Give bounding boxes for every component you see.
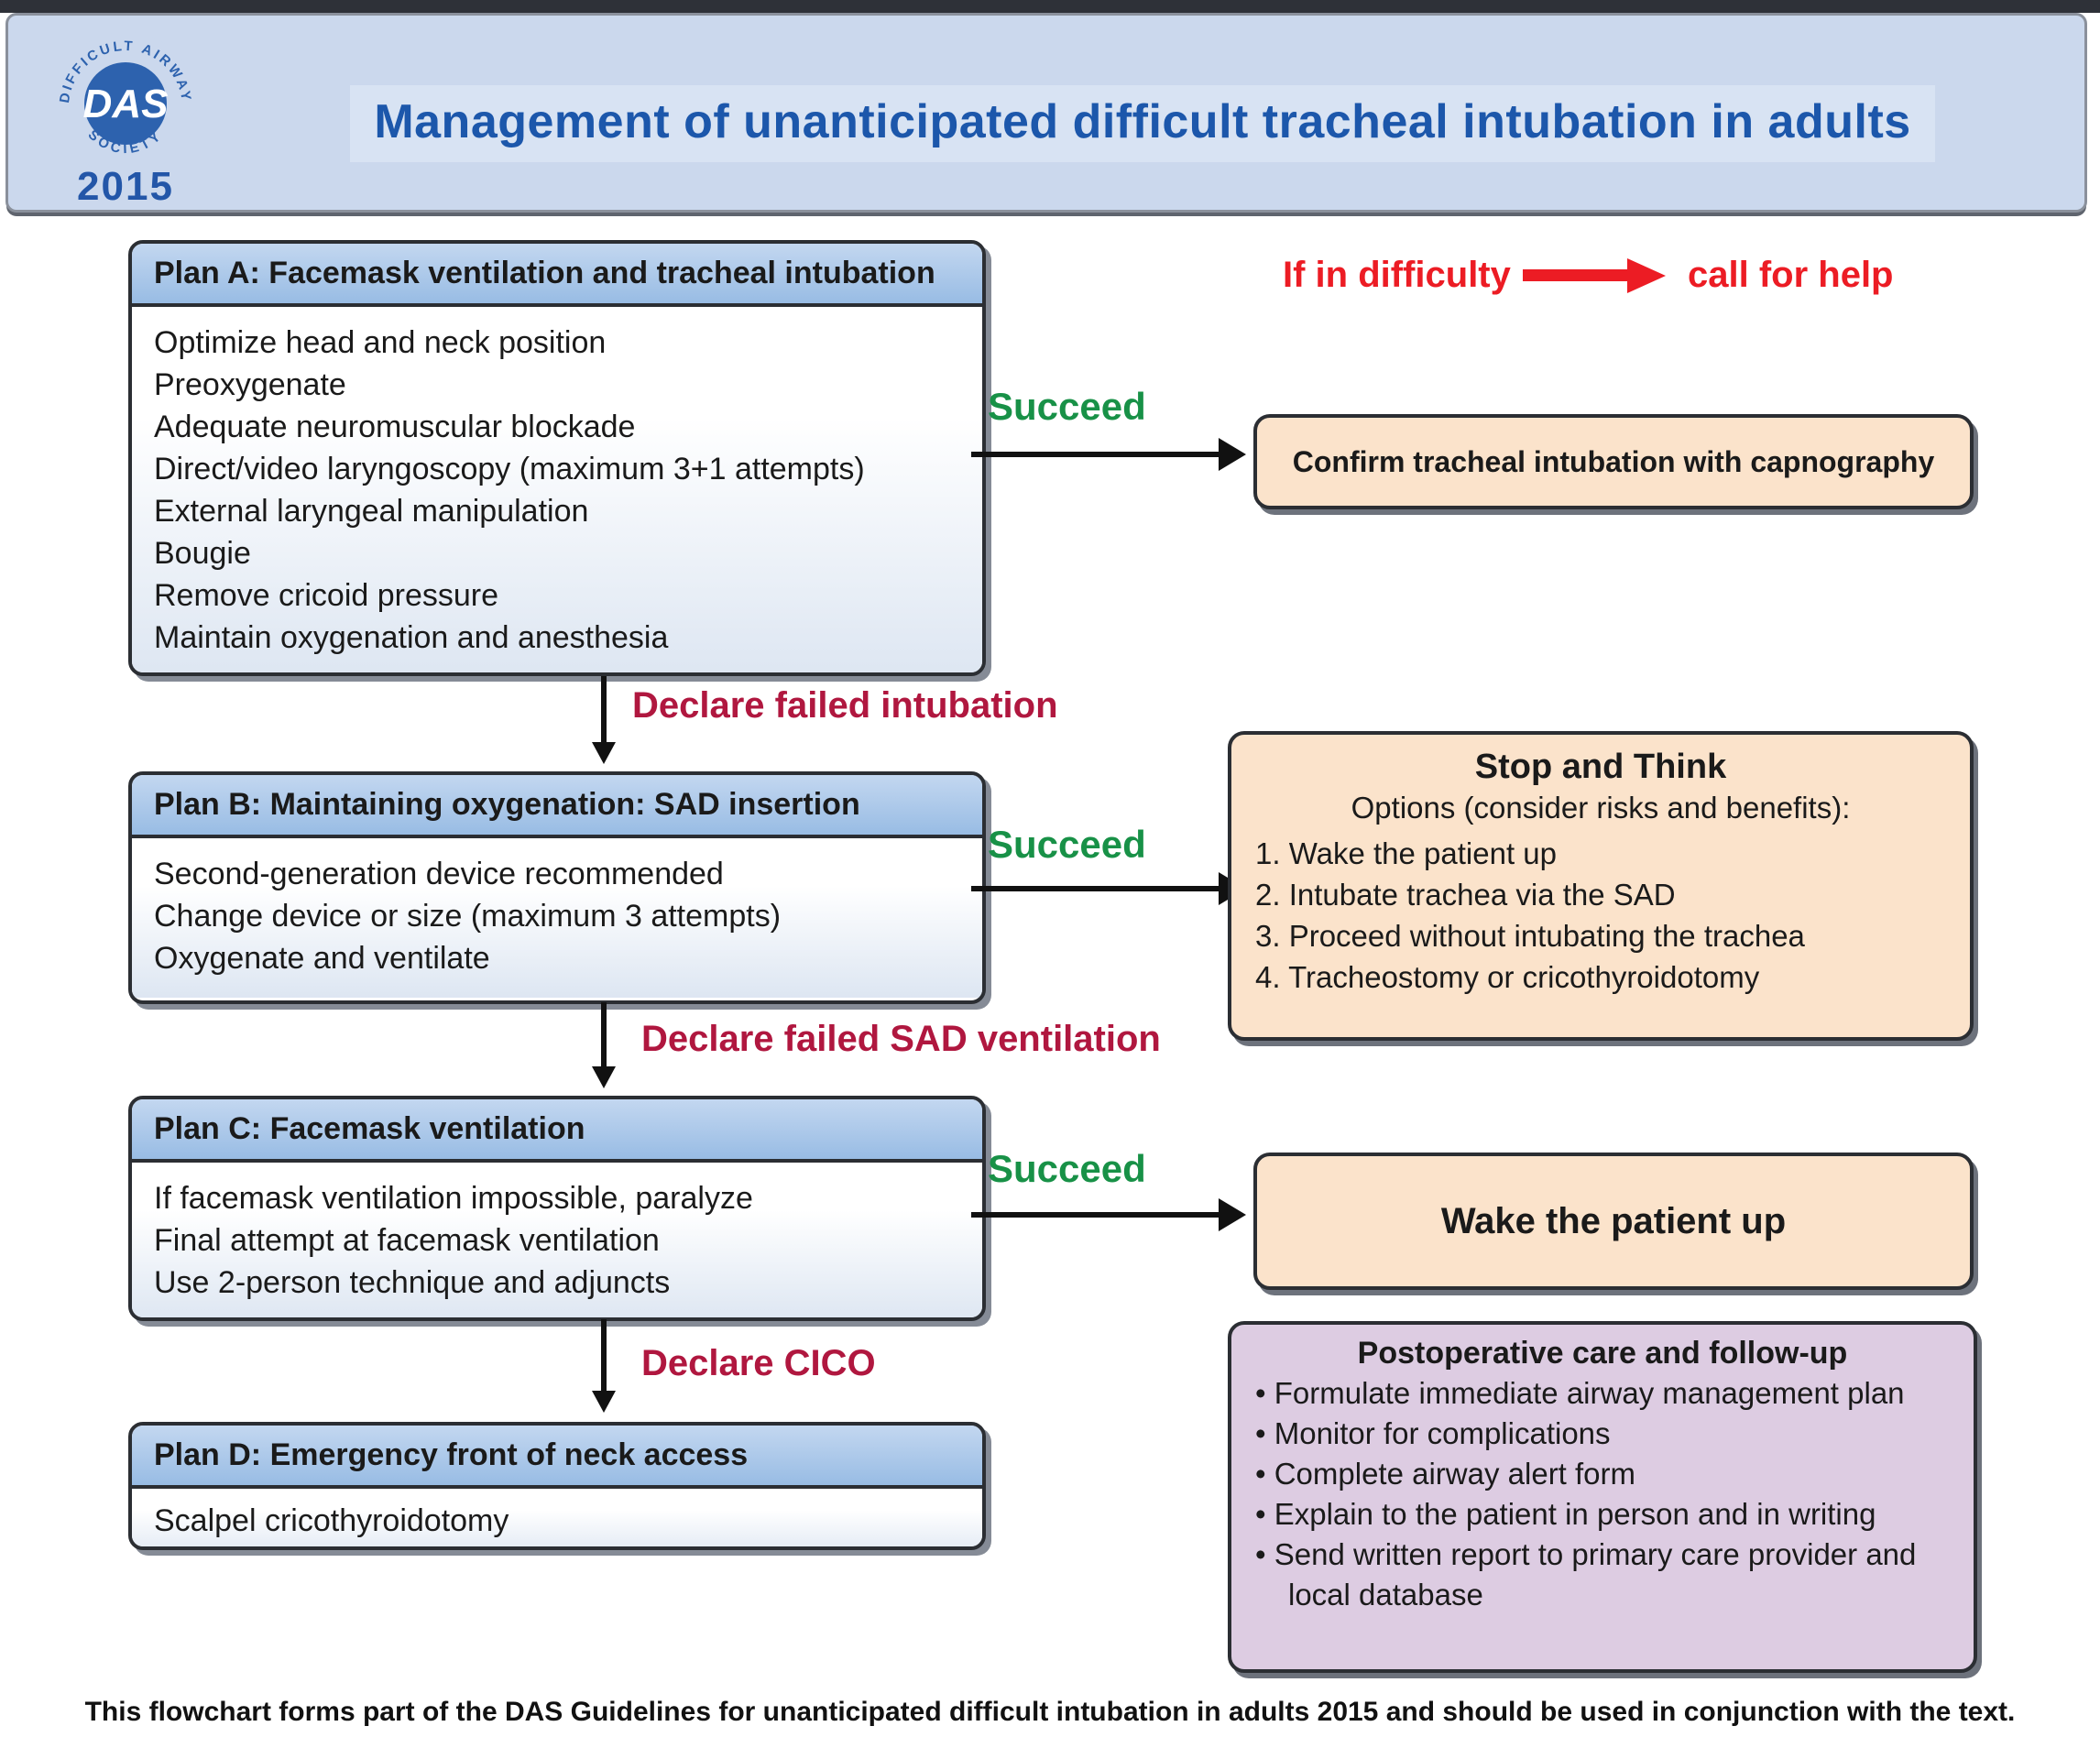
declare-failed-sad-label: Declare failed SAD ventilation (641, 1019, 1161, 1059)
plan-a-item: Adequate neuromuscular blockade (154, 410, 636, 444)
plan-a-item: Bougie (154, 536, 251, 571)
plan-c-items: If facemask ventilation impossible, para… (154, 1177, 960, 1304)
plan-d-items: Scalpel cricothyroidotomy (154, 1500, 960, 1542)
postoperative-care-bullet: • Complete airway alert form (1255, 1457, 1636, 1491)
declare-cico-label: Declare CICO (641, 1343, 876, 1383)
call-for-help-arrow (1523, 258, 1666, 293)
plan-d-body: Scalpel cricothyroidotomy (132, 1489, 982, 1546)
stop-and-think-box: Stop and Think Options (consider risks a… (1228, 731, 1974, 1041)
postoperative-care-bullet: • Formulate immediate airway management … (1255, 1376, 1905, 1410)
stop-and-think-option: 4. Tracheostomy or cricothyroidotomy (1255, 960, 1760, 994)
logo-year: 2015 (77, 164, 174, 209)
plan-a-box: Plan A: Facemask ventilation and trachea… (128, 240, 986, 676)
logo-acronym: DAS (83, 82, 169, 126)
wake-patient-text: Wake the patient up (1440, 1200, 1787, 1241)
succeed-label-a: Succeed (988, 385, 1146, 428)
plan-d-box: Plan D: Emergency front of neck access S… (128, 1422, 986, 1550)
plan-a-item: Direct/video laryngoscopy (maximum 3+1 a… (154, 452, 865, 486)
plan-c-body: If facemask ventilation impossible, para… (132, 1163, 982, 1317)
stop-and-think-subtitle: Options (consider risks and benefits): (1351, 791, 1851, 825)
postoperative-care-bullet: • Explain to the patient in person and i… (1255, 1497, 1876, 1531)
difficulty-label-pre: If in difficulty (1283, 255, 1511, 295)
plan-c-item: Use 2-person technique and adjuncts (154, 1265, 671, 1300)
arrow-a-to-b (592, 676, 616, 764)
confirm-capnography-box: Confirm tracheal intubation with capnogr… (1253, 414, 1974, 509)
plan-a-item: External laryngeal manipulation (154, 494, 589, 529)
succeed-label-b: Succeed (988, 823, 1146, 866)
postoperative-care-box: Postoperative care and follow-up • Formu… (1228, 1321, 1977, 1673)
postoperative-care-title: Postoperative care and follow-up (1357, 1336, 1848, 1371)
declare-failed-intubation-label: Declare failed intubation (632, 685, 1058, 726)
plan-b-header: Plan B: Maintaining oxygenation: SAD ins… (132, 775, 982, 838)
succeed-arrow-c (971, 1198, 1246, 1231)
confirm-capnography-text: Confirm tracheal intubation with capnogr… (1292, 444, 1935, 478)
plan-a-item: Remove cricoid pressure (154, 578, 499, 613)
plan-a-header: Plan A: Facemask ventilation and trachea… (132, 244, 982, 307)
stop-and-think-options: 1. Wake the patient up 2. Intubate trache… (1255, 833, 1946, 998)
plan-d-item: Scalpel cricothyroidotomy (154, 1503, 509, 1538)
arrow-b-to-c (592, 1002, 616, 1088)
stop-and-think-option: 1. Wake the patient up (1255, 836, 1557, 870)
postoperative-care-bullet: • Monitor for complications (1255, 1416, 1611, 1450)
wake-patient-box: Wake the patient up (1253, 1153, 1974, 1290)
plan-b-item: Second-generation device recommended (154, 857, 724, 891)
header-banner: DIFFICULT AIRWAY SOCIETY DAS 2015 Manage… (5, 13, 2087, 213)
footer-note: This flowchart forms part of the DAS Gui… (84, 1697, 2016, 1727)
succeed-arrow-b (971, 872, 1246, 905)
scan-edge (0, 0, 2100, 13)
arrow-c-to-d (592, 1319, 616, 1413)
plan-b-box: Plan B: Maintaining oxygenation: SAD ins… (128, 771, 986, 1004)
plan-a-item: Optimize head and neck position (154, 325, 607, 360)
plan-c-item: Final attempt at facemask ventilation (154, 1223, 660, 1258)
das-logo: DIFFICULT AIRWAY SOCIETY DAS (52, 30, 199, 177)
stop-and-think-option: 2. Intubate trachea via the SAD (1255, 878, 1676, 912)
das-logo-image: DIFFICULT AIRWAY SOCIETY DAS (54, 32, 197, 175)
logo-disc (84, 62, 167, 145)
succeed-arrow-a (971, 438, 1246, 471)
stop-and-think-title: Stop and Think (1474, 748, 1727, 786)
plan-c-box: Plan C: Facemask ventilation If facemask… (128, 1096, 986, 1321)
plan-b-item: Oxygenate and ventilate (154, 941, 490, 976)
postoperative-care-bullet: • Send written report to primary care pr… (1255, 1537, 1917, 1611)
plan-c-header: Plan C: Facemask ventilation (132, 1099, 982, 1163)
stop-and-think-option: 3. Proceed without intubating the trache… (1255, 919, 1805, 953)
plan-a-item: Preoxygenate (154, 367, 346, 402)
plan-c-item: If facemask ventilation impossible, para… (154, 1181, 753, 1216)
plan-b-item: Change device or size (maximum 3 attempt… (154, 899, 782, 934)
postoperative-care-bullets: • Formulate immediate airway management … (1255, 1373, 1950, 1615)
succeed-label-c: Succeed (988, 1147, 1146, 1190)
plan-d-header: Plan D: Emergency front of neck access (132, 1426, 982, 1489)
difficulty-label-post: call for help (1688, 255, 1894, 295)
page-title: Management of unanticipated difficult tr… (350, 85, 1935, 162)
plan-a-item: Maintain oxygenation and anesthesia (154, 620, 669, 655)
